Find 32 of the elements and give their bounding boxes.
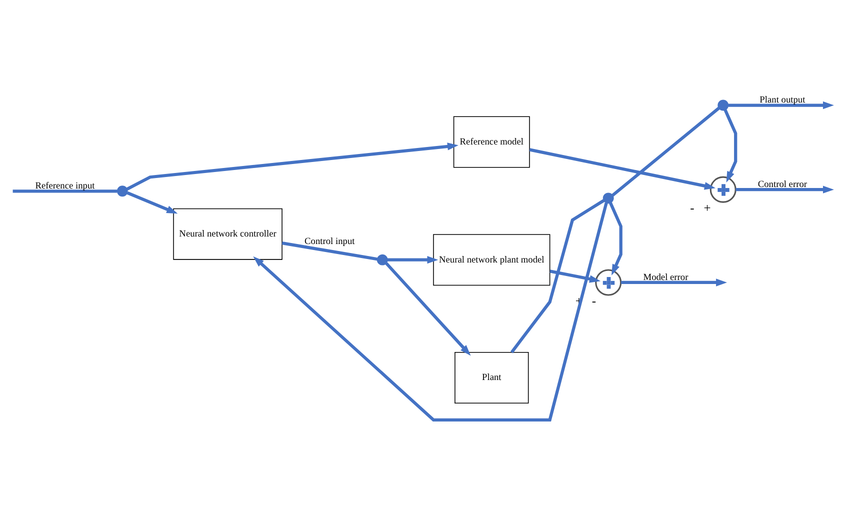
connector bbox=[282, 241, 378, 260]
arrow bbox=[550, 269, 601, 282]
arrow bbox=[385, 262, 471, 356]
node-box: Neural network controller bbox=[173, 208, 282, 260]
arrow bbox=[724, 108, 738, 182]
node-label: - + bbox=[690, 200, 711, 215]
node-circle bbox=[595, 268, 622, 296]
edge-label: Plant output bbox=[760, 95, 806, 106]
node-circle bbox=[602, 192, 614, 204]
node-box: Reference model bbox=[453, 116, 530, 168]
arrow bbox=[728, 100, 834, 109]
edge-label: Control input bbox=[304, 236, 355, 246]
arrow bbox=[253, 202, 608, 421]
node-circle bbox=[376, 254, 388, 265]
arrow bbox=[388, 256, 438, 264]
arrow bbox=[529, 148, 716, 190]
node-circle bbox=[710, 176, 736, 202]
arrow bbox=[126, 142, 458, 190]
edge-label: Reference input bbox=[35, 180, 95, 191]
arrow bbox=[736, 185, 834, 193]
node-box: Plant bbox=[454, 351, 529, 403]
edge-label: Control error bbox=[758, 179, 808, 190]
node-circle bbox=[116, 185, 128, 196]
node-circle bbox=[718, 99, 729, 110]
connector bbox=[12, 189, 118, 192]
arrow bbox=[126, 190, 178, 214]
connector bbox=[510, 198, 605, 353]
edge-label: Model error bbox=[643, 272, 688, 282]
node-box: Neural network plant model bbox=[433, 234, 550, 286]
arrow bbox=[609, 202, 622, 275]
connector bbox=[612, 106, 720, 196]
arrow bbox=[621, 278, 727, 286]
